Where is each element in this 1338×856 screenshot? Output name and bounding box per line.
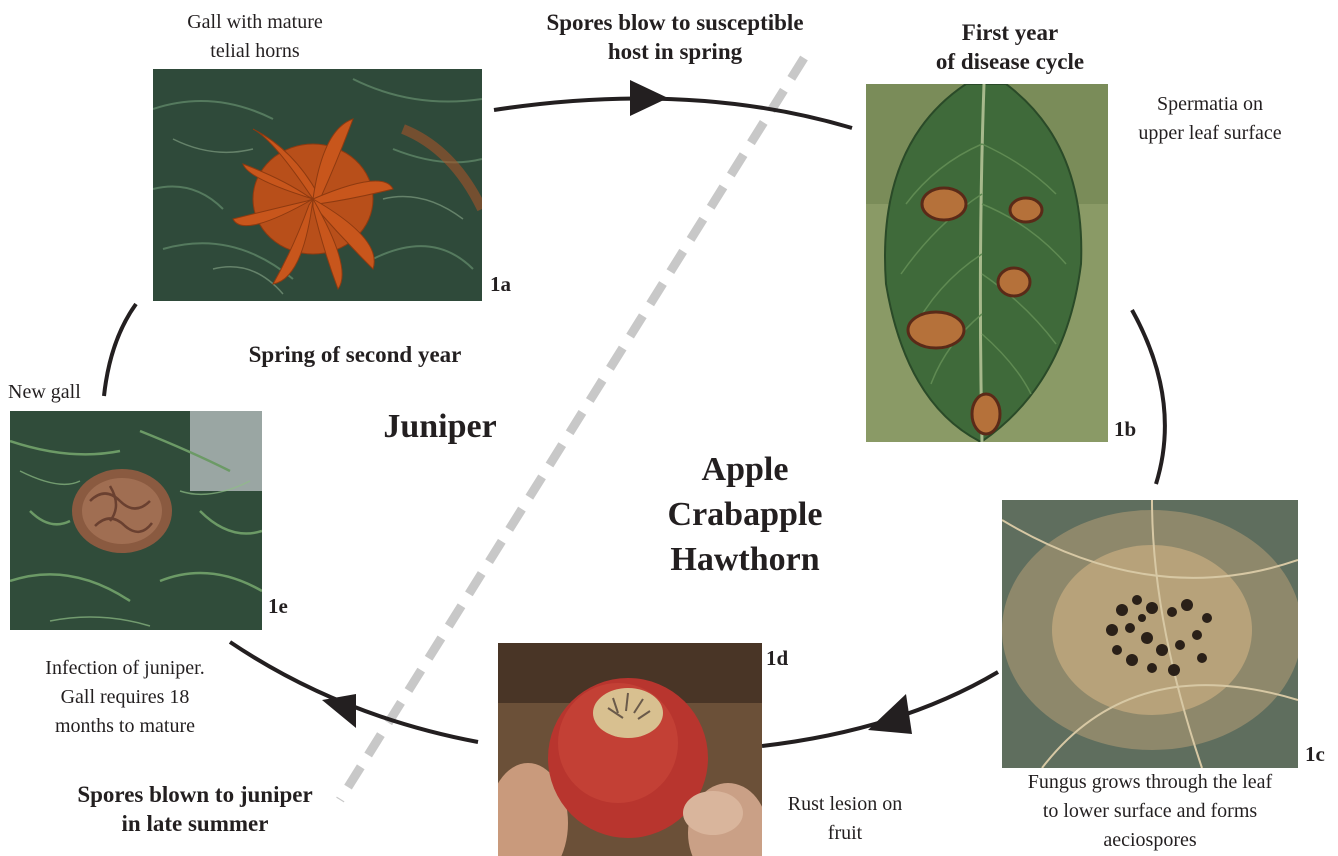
caption-1d-line-2: fruit <box>760 819 930 848</box>
annotation-spores-summer: Spores blown to juniper in late summer <box>30 780 360 838</box>
annotation-infection-juniper-line-2: Gall requires 18 <box>10 683 240 712</box>
annotation-spores-summer-line-2: in late summer <box>30 809 360 838</box>
annotation-first-year: First year of disease cycle <box>895 18 1125 76</box>
caption-1b-line-1: Spermatia on <box>1110 90 1310 119</box>
caption-1e: New gall <box>8 378 108 407</box>
cycle-arc-right <box>1132 310 1165 484</box>
cycle-arc-left <box>104 304 136 396</box>
stage-label-1c: 1c <box>1305 742 1325 767</box>
annotation-spring-second-year: Spring of second year <box>220 340 490 369</box>
photo-1c-drawing <box>1002 500 1298 768</box>
annotation-infection-juniper: Infection of juniper. Gall requires 18 m… <box>10 654 240 741</box>
annotation-spores-spring-line-2: host in spring <box>500 37 850 66</box>
photo-1b <box>866 84 1108 442</box>
photo-1e-drawing <box>10 411 262 630</box>
photo-1d <box>498 643 762 856</box>
stage-label-1b: 1b <box>1114 417 1136 442</box>
annotation-infection-juniper-line-1: Infection of juniper. <box>10 654 240 683</box>
stage-label-1e: 1e <box>268 594 288 619</box>
cycle-arc-top <box>494 98 852 128</box>
host-label-apple-group: Apple Crabapple Hawthorn <box>610 447 880 582</box>
caption-1a: Gall with mature telial horns <box>150 8 360 66</box>
caption-1c-line-2: to lower surface and forms <box>990 797 1310 826</box>
arrowhead-bottom-right <box>868 694 912 734</box>
photo-1e <box>10 411 262 630</box>
annotation-first-year-line-2: of disease cycle <box>895 47 1125 76</box>
caption-1c: Fungus grows through the leaf to lower s… <box>990 768 1310 855</box>
caption-1a-line-2: telial horns <box>150 37 360 66</box>
caption-1c-line-1: Fungus grows through the leaf <box>990 768 1310 797</box>
annotation-first-year-line-1: First year <box>895 18 1125 47</box>
caption-1a-line-1: Gall with mature <box>150 8 360 37</box>
caption-1b-line-2: upper leaf surface <box>1110 119 1310 148</box>
annotation-infection-juniper-line-3: months to mature <box>10 712 240 741</box>
arrowhead-top <box>630 80 668 116</box>
annotation-spores-spring-line-1: Spores blow to susceptible <box>500 8 850 37</box>
photo-1a <box>153 69 482 301</box>
host-label-hawthorn: Hawthorn <box>610 537 880 582</box>
arrowhead-bottom-left <box>322 694 356 728</box>
photo-1c <box>1002 500 1298 768</box>
host-label-juniper: Juniper <box>340 404 540 449</box>
caption-1d-line-1: Rust lesion on <box>760 790 930 819</box>
annotation-spores-spring: Spores blow to susceptible host in sprin… <box>500 8 850 66</box>
photo-1d-drawing <box>498 643 762 856</box>
caption-1c-line-3: aeciospores <box>990 826 1310 855</box>
stage-label-1a: 1a <box>490 272 511 297</box>
photo-1b-drawing <box>866 84 1108 442</box>
host-label-apple: Apple <box>610 447 880 492</box>
cycle-arc-bottom-left <box>230 642 478 742</box>
cycle-arc-bottom-right <box>762 672 998 746</box>
photo-1a-drawing <box>153 69 482 301</box>
caption-1d: Rust lesion on fruit <box>760 790 930 848</box>
annotation-spores-summer-line-1: Spores blown to juniper <box>30 780 360 809</box>
stage-label-1d: 1d <box>766 646 788 671</box>
host-label-crabapple: Crabapple <box>610 492 880 537</box>
caption-1b: Spermatia on upper leaf surface <box>1110 90 1310 148</box>
